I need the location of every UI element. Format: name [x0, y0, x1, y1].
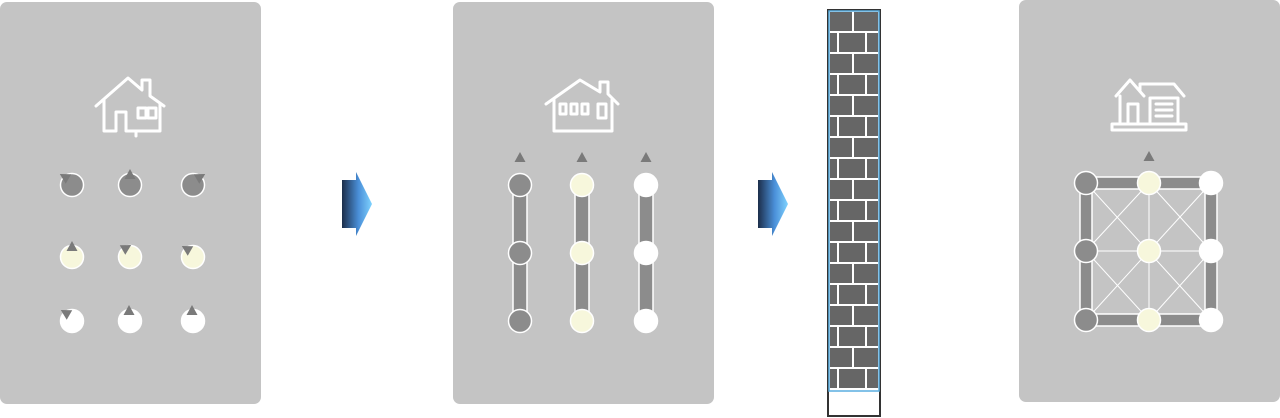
brick	[839, 327, 865, 346]
direction-marker	[514, 152, 526, 162]
brick	[830, 369, 837, 388]
direction-marker	[193, 174, 206, 184]
brick	[830, 348, 852, 367]
brick	[854, 96, 878, 115]
brick	[854, 138, 878, 157]
node	[1198, 238, 1224, 264]
arrow-right-icon	[758, 172, 788, 236]
mesh-line	[1148, 250, 1212, 321]
brick-wall-icon	[827, 9, 881, 417]
node	[569, 172, 595, 198]
brick	[867, 201, 878, 220]
brick	[830, 54, 852, 73]
brick	[830, 243, 837, 262]
brick	[830, 138, 852, 157]
direction-marker	[59, 174, 72, 184]
brick	[830, 96, 852, 115]
brick	[867, 327, 878, 346]
brick	[839, 201, 865, 220]
node	[569, 240, 595, 266]
brick	[830, 285, 837, 304]
node	[1198, 170, 1224, 196]
stage-3-graph	[1073, 151, 1224, 333]
node	[1073, 307, 1099, 333]
brick	[867, 369, 878, 388]
direction-marker	[123, 305, 135, 315]
brick	[854, 264, 878, 283]
node	[633, 308, 659, 334]
node	[1073, 238, 1099, 264]
brick	[854, 348, 878, 367]
brick	[854, 222, 878, 241]
brick	[839, 285, 865, 304]
brick	[867, 159, 878, 178]
brick	[830, 33, 837, 52]
brick	[830, 201, 837, 220]
brick	[854, 12, 878, 31]
brick	[830, 159, 837, 178]
node	[1136, 307, 1162, 333]
brick	[830, 75, 837, 94]
node	[507, 172, 533, 198]
brick	[854, 180, 878, 199]
direction-marker	[66, 241, 78, 251]
node	[507, 240, 533, 266]
brick	[839, 369, 865, 388]
direction-marker	[1143, 151, 1155, 161]
brick	[839, 243, 865, 262]
brick	[830, 12, 852, 31]
brick	[867, 33, 878, 52]
arrow-right-icon	[342, 172, 372, 236]
direction-marker	[124, 169, 136, 179]
node	[1136, 170, 1162, 196]
brick	[854, 54, 878, 73]
stage-2-graph	[507, 152, 659, 334]
direction-marker	[119, 245, 132, 255]
node	[1136, 238, 1162, 264]
stage-1-graph	[59, 169, 206, 334]
brick	[830, 222, 852, 241]
brick	[830, 306, 852, 325]
direction-marker	[186, 305, 198, 315]
node	[1073, 170, 1099, 196]
brick	[867, 75, 878, 94]
house-with-garage-icon	[1110, 78, 1188, 132]
node	[507, 308, 533, 334]
brick	[830, 180, 852, 199]
house-icon	[94, 76, 166, 138]
node	[1198, 307, 1224, 333]
mesh-line	[1085, 182, 1150, 252]
brick	[830, 117, 837, 136]
mesh-line	[1085, 250, 1150, 321]
brick	[867, 285, 878, 304]
node	[633, 240, 659, 266]
direction-marker	[640, 152, 652, 162]
direction-marker	[181, 246, 194, 256]
brick	[839, 117, 865, 136]
mesh-line	[1148, 182, 1212, 252]
brick	[854, 306, 878, 325]
brick	[839, 159, 865, 178]
direction-marker	[60, 310, 73, 320]
brick	[867, 117, 878, 136]
node	[569, 308, 595, 334]
direction-marker	[576, 152, 588, 162]
brick	[830, 264, 852, 283]
house-with-windows-icon	[544, 78, 620, 133]
stage-1-panel	[0, 2, 261, 404]
brick	[867, 243, 878, 262]
node	[633, 172, 659, 198]
brick	[839, 75, 865, 94]
brick	[830, 327, 837, 346]
brick	[839, 33, 865, 52]
